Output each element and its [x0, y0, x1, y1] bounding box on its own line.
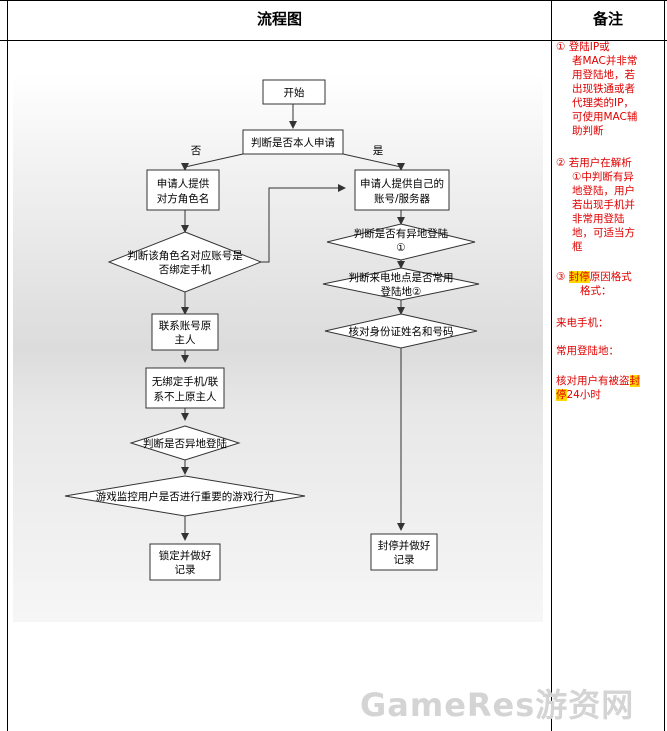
header-flowchart: 流程图 [256, 10, 302, 28]
note-1-line4: 出现铁通或者 [572, 83, 635, 95]
note-3-text: 原因格式 [589, 271, 632, 283]
header-bottom-border [0, 40, 667, 41]
no-branch-label: 否 [191, 145, 202, 157]
no-bind-node [145, 367, 225, 409]
verify-id-decision [324, 313, 478, 349]
self-apply-node [242, 129, 344, 155]
yes-branch-label: 是 [373, 145, 384, 157]
contact-owner-line1: 联系账号原 [159, 320, 212, 332]
self-apply-label: 判断是否本人申请 [251, 136, 335, 149]
note-3-number: ③ [556, 271, 566, 283]
table-top-border [0, 0, 667, 1]
note-1-line3: 用登陆地，若 [572, 69, 635, 81]
left-remote-login-decision [129, 425, 241, 461]
lock-record-node [149, 543, 221, 581]
note-3: ③ 封停原因格式 格式： [556, 270, 632, 298]
note-2-line1: ② 若用户在解析 [556, 157, 632, 169]
note-verify-duration: 24小时 [566, 389, 601, 401]
connectors [181, 104, 405, 541]
lock-record-line2: 记录 [175, 564, 196, 576]
left-border [7, 0, 8, 731]
start-label: 开始 [284, 86, 305, 99]
note-2-line5: 非常用登陆 [572, 213, 625, 225]
flowchart: 开始 判断是否本人申请 否 是 申请人提供 对方角色名 判断该角色名对应账号是 … [13, 74, 543, 622]
caller-location-line1: 判断来电地点是否常用 [349, 271, 454, 284]
note-2-line3: 地登陆，用户 [572, 185, 635, 197]
caller-location-line2: 登陆地② [381, 285, 422, 298]
monitor-label: 游戏监控用户是否进行重要的游戏行为 [96, 490, 275, 503]
note-2-line7: 框 [572, 241, 583, 253]
right-remote-login-line2: ① [396, 242, 405, 254]
note-caller-phone: 来电手机： [556, 317, 609, 329]
note-3-line2: 格式： [580, 285, 612, 297]
contact-owner-node [151, 313, 219, 351]
note-2-line4: 若出现手机并 [572, 199, 635, 211]
note-2: ② 若用户在解析 ①中判断有异 地登陆，用户 若出现手机并 非常用登陆 地，可适… [556, 156, 635, 254]
no-bind-line2: 系不上原主人 [154, 391, 217, 403]
note-verify-text: 核对用户有被盗 [556, 375, 630, 387]
right-provide-line1: 申请人提供自己的 [360, 177, 444, 190]
note-2-line6: 地，可适当方 [572, 227, 635, 239]
watermark: GameRes游资网 [360, 686, 635, 724]
right-provide-line2: 账号/服务器 [374, 192, 431, 205]
verify-id-label: 核对身份证姓名和号码 [349, 325, 454, 338]
note-verify-highlight-2: 停 [556, 389, 567, 401]
bind-phone-line2: 否绑定手机 [159, 263, 212, 276]
start-node [262, 79, 326, 105]
note-1-line2: 者MAC并非常 [572, 55, 638, 67]
right-remote-login-line1: 判断是否有异地登陆 [354, 227, 449, 240]
note-1-line6: 可使用MAC辅 [572, 111, 638, 123]
caller-location-decision [322, 267, 480, 301]
note-1-line7: 助判断 [572, 125, 604, 137]
ban-record-node [370, 533, 438, 571]
no-bind-line1: 无绑定手机/联 [152, 375, 219, 388]
column-divider [551, 0, 552, 731]
note-2-line2: ①中判断有异 [572, 171, 634, 183]
note-1: ① 登陆IP或 者MAC并非常 用登陆地，若 出现铁通或者 代理类的IP， 可使… [556, 40, 637, 138]
note-1-line1: ① 登陆IP或 [556, 41, 610, 53]
right-provide-node [354, 169, 450, 211]
lock-record-line1: 锁定并做好 [159, 549, 212, 562]
bind-phone-line1: 判断该角色名对应账号是 [127, 249, 243, 262]
ban-record-line2: 记录 [394, 554, 415, 566]
note-3-highlight: 封停 [568, 271, 590, 283]
header-notes: 备注 [592, 10, 623, 28]
left-provide-line2: 对方角色名 [157, 192, 210, 205]
note-verify-ban: 核对用户有被盗封 停24小时 [556, 374, 640, 402]
right-border [664, 0, 665, 731]
left-provide-node [146, 169, 220, 211]
bind-phone-decision [107, 231, 263, 293]
note-common-login: 常用登陆地： [556, 345, 619, 357]
note-1-line5: 代理类的IP， [572, 97, 634, 109]
note-verify-highlight-1: 封 [629, 375, 640, 387]
right-remote-login-decision [326, 223, 476, 261]
left-provide-line1: 申请人提供 [157, 177, 210, 190]
monitor-decision [64, 475, 306, 517]
contact-owner-line2: 主人 [175, 334, 196, 346]
ban-record-line1: 封停并做好 [378, 539, 431, 552]
left-remote-login-label: 判断是否异地登陆 [143, 437, 227, 450]
